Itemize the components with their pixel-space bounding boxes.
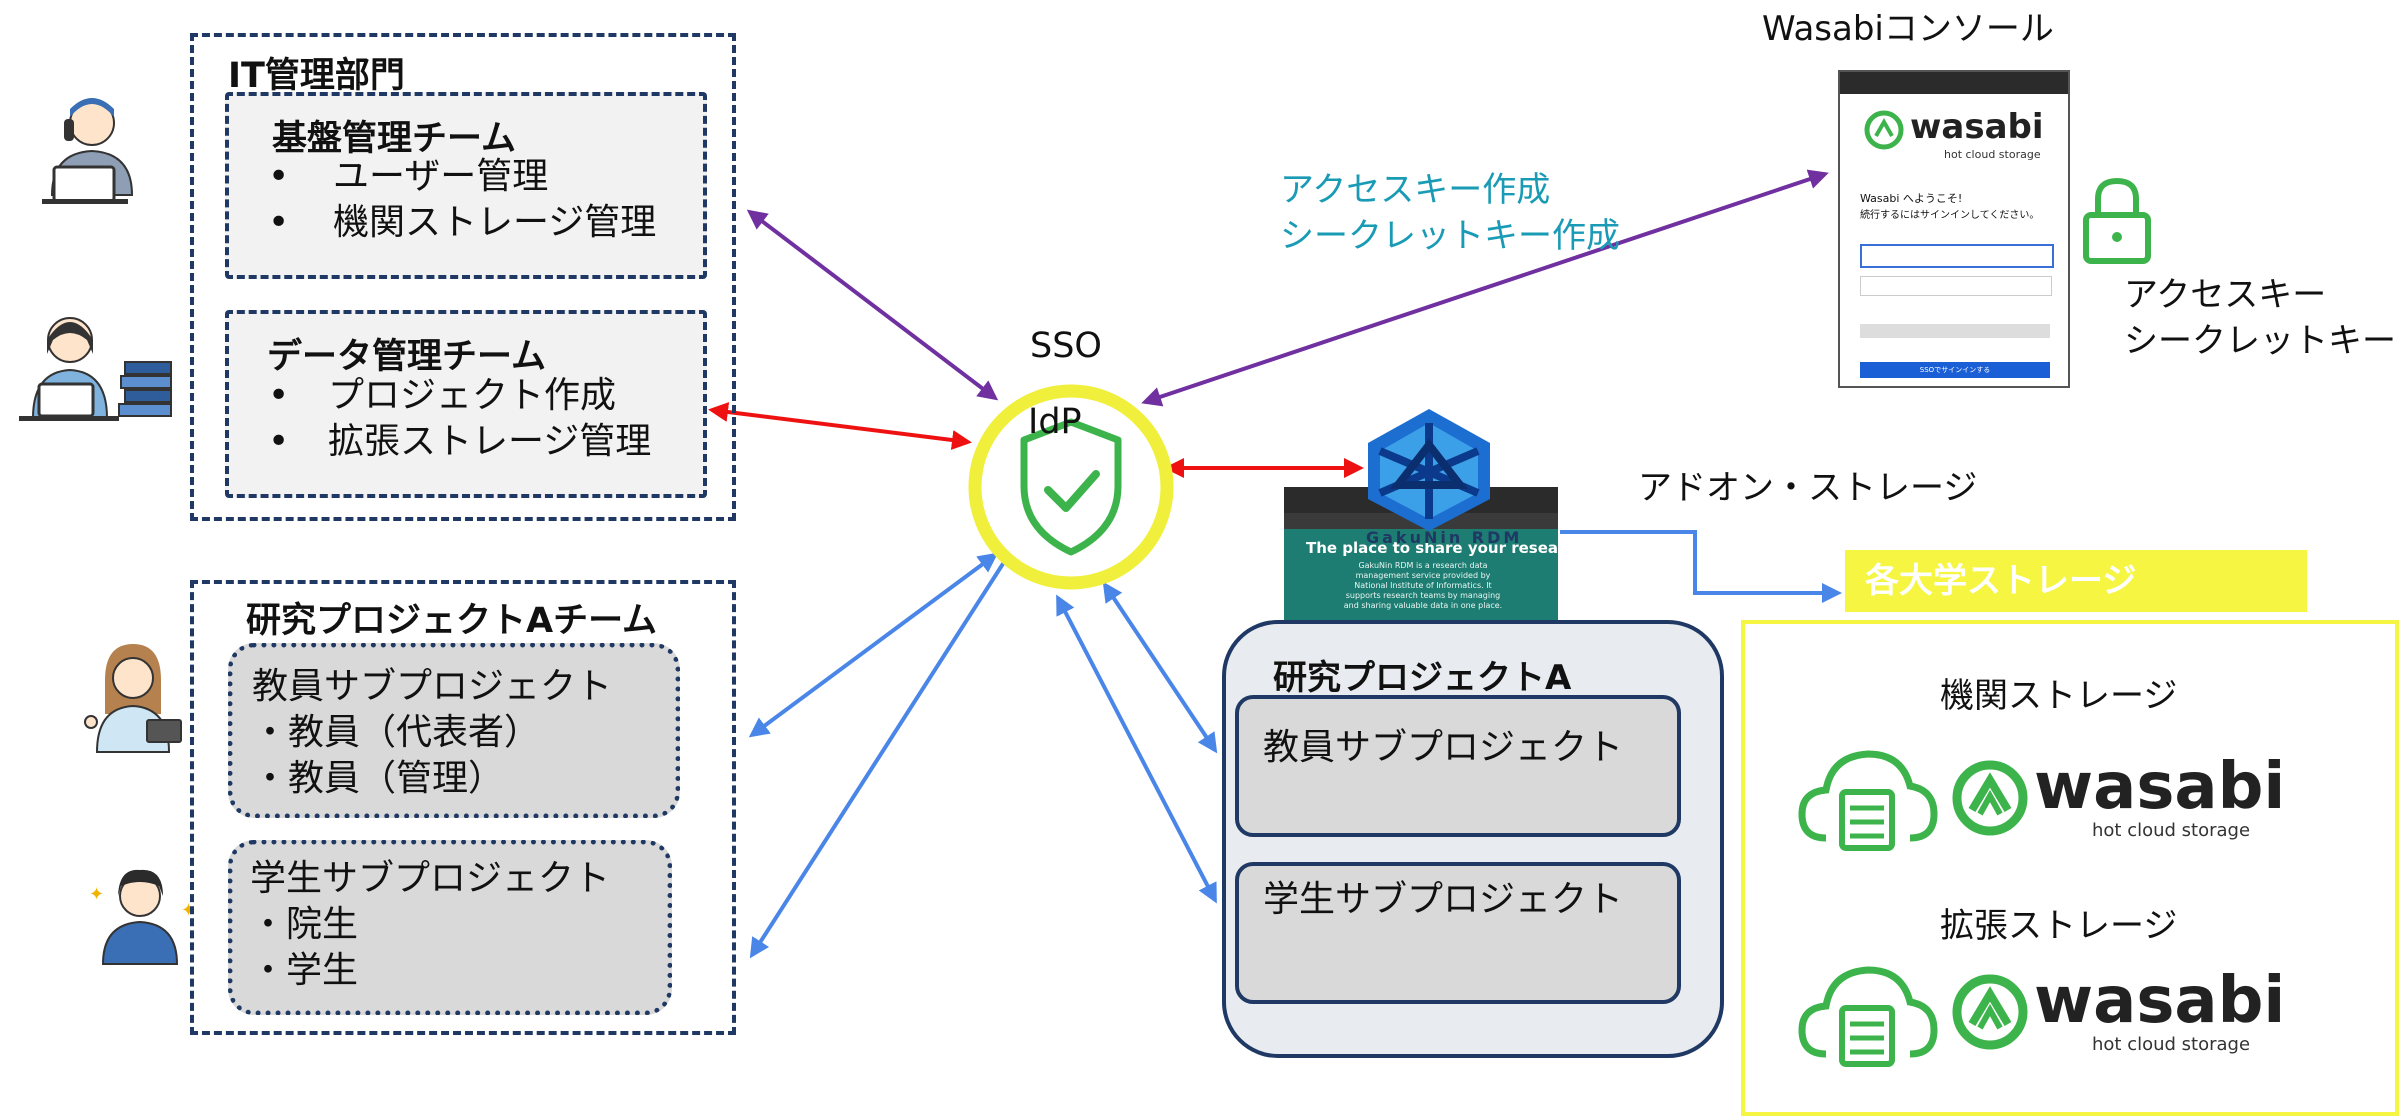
institutional-storage-label: 機関ストレージ <box>1940 676 2178 716</box>
institutional-cloud-server-icon <box>1798 750 1938 851</box>
console-welcome: Wasabi へようこそ! <box>1860 192 1963 205</box>
institutional-wasabi-sub: hot cloud storage <box>2092 820 2251 841</box>
data-team-item-1: プロジェクト作成 <box>328 375 617 416</box>
data-team-item-2: 拡張ストレージ管理 <box>328 421 652 462</box>
arrow-console-to-sso <box>1141 169 1829 407</box>
extended-wasabi-sub: hot cloud storage <box>2092 1034 2251 1055</box>
rdm-logo-text: GakuNin RDM <box>1366 528 1523 547</box>
rdm-tagline: The place to share your research <box>1306 539 1558 557</box>
arrow-sso-to-rdm-students <box>1056 594 1217 904</box>
arrow-rdm-to-addon-storage <box>1560 530 1842 603</box>
extended-storage-label: 拡張ストレージ <box>1940 906 2178 946</box>
it-admin-person-icon <box>42 98 134 204</box>
console-wasabi-logo-icon <box>1864 110 1904 150</box>
infra-team-title: 基盤管理チーム <box>272 119 516 159</box>
console-signin-button[interactable]: SSOでサインインする <box>1860 362 2050 378</box>
rdm-student-subproject-label: 学生サブプロジェクト <box>1263 879 1624 920</box>
wasabi-console-title: Wasabiコンソール <box>1762 9 2054 49</box>
sso-label: SSO <box>1030 326 1102 366</box>
data-team-bullet-1: • <box>268 375 290 416</box>
infra-team-item-1: ユーザー管理 <box>333 156 549 197</box>
secret-key-label: シークレットキー <box>2124 321 2396 361</box>
faculty-subproject-title: 教員サブプロジェクト <box>252 666 613 707</box>
infra-team-bullet-1: • <box>268 156 290 197</box>
svg-text:✦: ✦ <box>89 884 104 905</box>
lock-icon <box>2083 177 2151 264</box>
faculty-item-2: ・教員（管理） <box>252 758 505 799</box>
console-prompt: 続行するにはサインインしてください。 <box>1860 210 2040 221</box>
arrow-infra-to-sso <box>746 209 999 401</box>
console-logo <box>1864 110 1904 154</box>
research-team-group <box>190 580 736 1035</box>
data-team-bullet-2: • <box>268 421 290 462</box>
rdm-screenshot: The place to share your research GakuNin… <box>1284 487 1558 622</box>
institutional-wasabi-brand: wasabi <box>2034 750 2286 824</box>
arrow-faculty-to-sso <box>748 552 999 738</box>
infra-team-item-2: 機関ストレージ管理 <box>333 202 657 243</box>
data-team-box <box>225 310 707 498</box>
student-subproject-box <box>228 840 672 1015</box>
rdm-faculty-subproject-box[interactable] <box>1235 695 1681 837</box>
console-brand: wasabi <box>1910 107 2044 147</box>
extended-cloud-server-icon <box>1798 966 1938 1067</box>
extended-wasabi-logo-icon <box>1952 974 2028 1050</box>
addon-storage-label: アドオン・ストレージ <box>1638 468 1978 508</box>
idp-shield-icon <box>968 384 1174 590</box>
student-person-icon: ✦ ✦ <box>89 869 196 965</box>
faculty-item-1: ・教員（代表者） <box>252 712 541 753</box>
access-key-label: アクセスキー <box>2124 275 2327 315</box>
university-storage-banner: 各大学ストレージ <box>1845 550 2307 612</box>
wasabi-console-screenshot: wasabi hot cloud storage Wasabi へようこそ! 続… <box>1838 70 2070 388</box>
infra-team-bullet-2: • <box>268 202 290 243</box>
console-password-input[interactable] <box>1860 276 2052 296</box>
rdm-project-title: 研究プロジェクトA <box>1273 658 1572 698</box>
keys-created-line-1: アクセスキー作成 <box>1280 170 1551 210</box>
rdm-student-subproject-box[interactable] <box>1235 862 1681 1004</box>
console-login-button[interactable] <box>1860 324 2050 338</box>
console-brand-sub: hot cloud storage <box>1944 148 2041 161</box>
student-item-1: ・院生 <box>250 904 359 945</box>
rdm-logo-icon <box>1368 409 1490 531</box>
student-item-2: ・学生 <box>250 950 359 991</box>
institutional-wasabi-logo-icon <box>1952 760 2028 836</box>
arrow-students-to-sso <box>749 541 1018 959</box>
faculty-subproject-box <box>228 643 680 818</box>
data-team-title: データ管理チーム <box>267 337 546 377</box>
arrow-sso-to-rdm-faculty <box>1102 581 1218 754</box>
data-manager-person-icon <box>19 317 172 421</box>
console-browser-bar <box>1840 72 2068 94</box>
infra-team-box <box>225 92 707 279</box>
console-email-input[interactable] <box>1860 244 2054 268</box>
keys-created-line-2: シークレットキー作成 <box>1280 216 1620 256</box>
extended-wasabi-brand: wasabi <box>2034 964 2286 1038</box>
it-dept-title: IT管理部門 <box>228 56 405 96</box>
it-dept-group <box>190 33 736 521</box>
rdm-description: GakuNin RDM is a research data managemen… <box>1343 561 1503 610</box>
faculty-person-icon <box>84 644 182 753</box>
rdm-faculty-subproject-label: 教員サブプロジェクト <box>1263 727 1624 768</box>
research-team-title: 研究プロジェクトAチーム <box>246 601 658 641</box>
student-subproject-title: 学生サブプロジェクト <box>250 858 611 899</box>
arrow-data-team-to-sso <box>708 402 972 450</box>
idp-label: IdP <box>1028 402 1082 442</box>
